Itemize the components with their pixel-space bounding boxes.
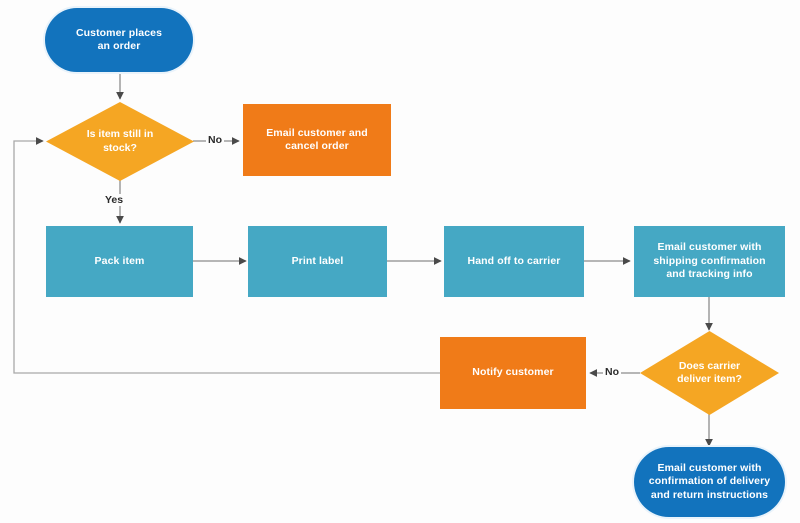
node-cancel-order-label: Email customer and cancel order	[266, 126, 368, 152]
edge-label-stock-yes: Yes	[103, 194, 126, 206]
node-pack-item-label: Pack item	[94, 254, 145, 267]
node-cancel-order[interactable]: Email customer and cancel order	[243, 104, 391, 176]
node-hand-off-label: Hand off to carrier	[467, 254, 561, 267]
node-delivery-confirmation[interactable]: Email customer with confirmation of deli…	[634, 447, 785, 517]
node-shipping-confirmation-label: Email customer with shipping confirmatio…	[653, 241, 766, 281]
node-hand-off-to-carrier[interactable]: Hand off to carrier	[444, 226, 584, 297]
edge-notify-customer-to-stock-decision-loop	[13, 137, 440, 374]
node-print-label[interactable]: Print label	[248, 226, 387, 297]
node-stock-decision[interactable]: Is item still in stock?	[46, 102, 194, 181]
node-pack-item[interactable]: Pack item	[46, 226, 193, 297]
node-delivery-decision[interactable]: Does carrier deliver item?	[640, 331, 779, 415]
diamond-shape-icon	[46, 102, 194, 181]
node-print-label-label: Print label	[291, 254, 344, 267]
node-start[interactable]: Customer places an order	[45, 8, 193, 72]
edge-label-stock-no: No	[206, 134, 224, 146]
node-delivery-confirmation-label: Email customer with confirmation of deli…	[648, 461, 771, 501]
node-notify-customer[interactable]: Notify customer	[440, 337, 586, 409]
diamond-shape-icon	[640, 331, 779, 415]
node-start-label: Customer places an order	[75, 26, 163, 52]
node-stock-decision-label: Is item still in stock?	[86, 128, 154, 154]
node-delivery-decision-label: Does carrier deliver item?	[677, 359, 742, 385]
node-notify-customer-label: Notify customer	[472, 366, 554, 379]
edge-label-delivery-no: No	[603, 366, 621, 378]
node-shipping-confirmation[interactable]: Email customer with shipping confirmatio…	[634, 226, 785, 297]
